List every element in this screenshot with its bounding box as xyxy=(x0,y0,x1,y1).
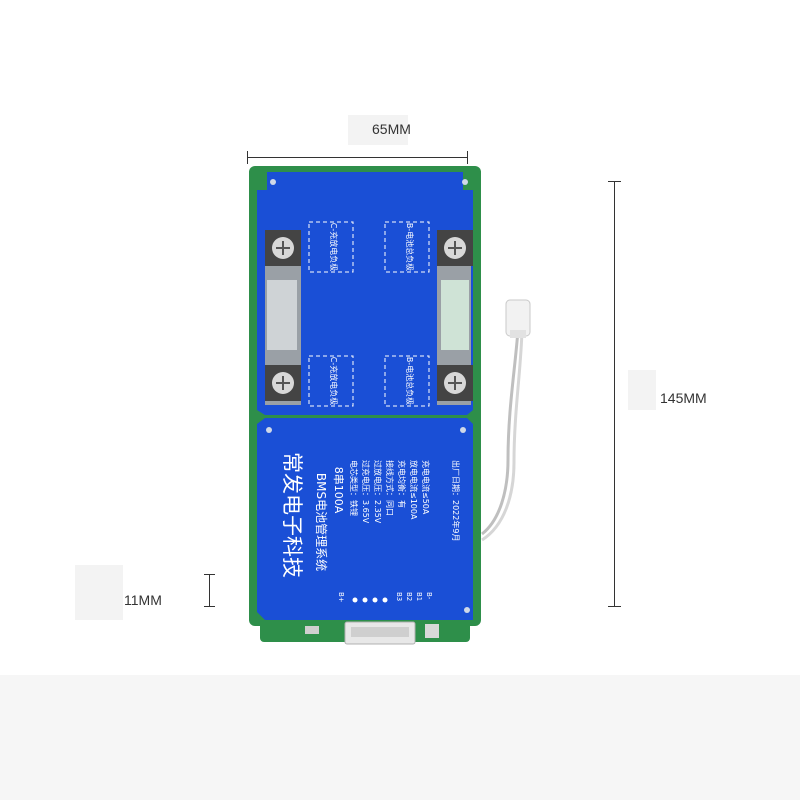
mount-hole xyxy=(270,179,276,185)
pin-label: B2 xyxy=(405,592,413,601)
b-terminal-shunt xyxy=(441,280,469,350)
screw-c-bottom xyxy=(265,365,301,401)
c-bottom-label-box xyxy=(308,355,354,407)
b-bottom-label: B-电池总负极 xyxy=(405,357,415,405)
balance-pin-header xyxy=(352,597,388,603)
mount-hole xyxy=(462,179,468,185)
spec-item: 放电电流≤100A xyxy=(409,460,419,520)
smd-component xyxy=(425,624,439,638)
screw-b-bottom xyxy=(437,365,473,401)
system-name: BMS电池管理系统 xyxy=(314,473,329,571)
bms-board: C-充放电负极 B-电池总负极 C-充放电负极 B-电池总负极 常发电子科技 B… xyxy=(249,166,481,645)
height-dimension-line xyxy=(614,181,615,607)
b-bottom-label-box xyxy=(384,355,430,407)
sensor-wire-a xyxy=(481,329,520,536)
board-top-section xyxy=(257,172,473,415)
bottom-band xyxy=(0,675,800,800)
mount-hole xyxy=(266,427,272,433)
height-tick-top xyxy=(608,181,621,182)
spec-item: 接线方式：同口 xyxy=(385,460,395,516)
width-tick-right xyxy=(467,151,468,164)
sensor-wire-b xyxy=(481,329,524,542)
sensor-probe-tip xyxy=(510,330,526,338)
board-bottom-section xyxy=(257,418,473,620)
c-bottom-label: C-充放电负极 xyxy=(329,357,339,405)
thickness-tick-bottom xyxy=(204,606,215,607)
c-top-label-box xyxy=(308,221,354,273)
thickness-label: 11MM xyxy=(124,592,162,608)
spec-list: 电芯类型：铁锂 过充电压：3.65V 过放电压：2.35V 接线方式：同口 充电… xyxy=(349,460,431,524)
mount-hole xyxy=(464,607,470,613)
brand-name: 常发电子科技 xyxy=(280,452,304,578)
spec-item: 充电电流≤50A xyxy=(421,460,431,515)
b-top-label-box xyxy=(384,221,430,273)
width-label: 65MM xyxy=(372,121,411,137)
spec-item: 充电均衡：有 xyxy=(397,460,407,508)
width-dimension-line xyxy=(247,157,468,158)
height-label: 145MM xyxy=(660,390,707,406)
smd-component xyxy=(305,626,319,634)
connector-slot xyxy=(351,627,409,637)
c-top-label: C-充放电负极 xyxy=(329,223,339,271)
mount-hole xyxy=(460,427,466,433)
height-label-backdrop xyxy=(628,370,656,410)
width-tick-left xyxy=(247,151,248,164)
width-label-backdrop xyxy=(348,115,408,145)
temperature-sensor xyxy=(481,299,531,542)
model-name: 8串100A xyxy=(332,467,345,514)
screw-c-top xyxy=(265,230,301,266)
screw-b-top xyxy=(437,230,473,266)
thickness-label-backdrop xyxy=(75,565,123,620)
pin-label: B3 xyxy=(395,592,403,601)
pin-label: B1 xyxy=(415,592,423,601)
height-tick-bottom xyxy=(608,606,621,607)
b-top-label: B-电池总负极 xyxy=(405,223,415,271)
pin-label: B+ xyxy=(337,592,345,603)
pin-label: B- xyxy=(425,592,433,600)
thickness-tick-top xyxy=(204,574,215,575)
spec-item: 过充电压：3.65V xyxy=(361,460,371,524)
c-terminal-shunt xyxy=(267,280,297,350)
spec-item: 电芯类型：铁锂 xyxy=(349,460,359,516)
thickness-dimension-line xyxy=(209,574,210,607)
manufacture-date: 出厂日期：2022年9月 xyxy=(451,460,461,541)
spec-item: 过放电压：2.35V xyxy=(373,460,383,524)
